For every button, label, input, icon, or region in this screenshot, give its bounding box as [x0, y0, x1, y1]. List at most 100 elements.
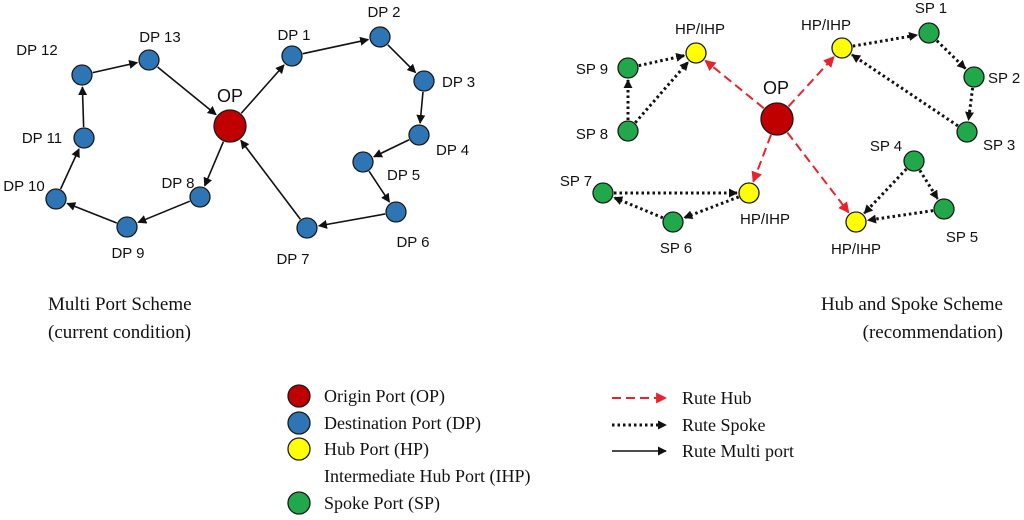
legend-hub-swatch	[287, 437, 311, 461]
multi-node-dp13	[138, 49, 160, 71]
hub-route-op-hpc	[751, 134, 772, 183]
multi-port-caption: Multi Port Scheme (current condition)	[48, 294, 192, 343]
multi-route-dp11-dp12	[78, 86, 88, 128]
hub-label-sp4: SP 4	[870, 138, 902, 155]
hub-route-op-hpa	[704, 59, 765, 110]
hub-route-sp9-hpa	[638, 52, 686, 68]
multi-route-dp3-dp4	[416, 91, 426, 124]
multi-route-dp1-dp2	[302, 36, 370, 55]
multi-node-dp8	[189, 186, 211, 208]
hub-label-op: OP	[763, 78, 789, 98]
hub-route-sp6-sp7	[613, 196, 664, 220]
multi-node-dp12	[71, 64, 93, 86]
hub-route-sp4-sp5	[918, 169, 939, 200]
multi-label-dp13: DP 13	[139, 29, 180, 46]
multi-node-op	[213, 109, 247, 143]
legend-route-label: Rute Multi port	[682, 441, 794, 461]
hub-caption-subtitle: (recommendation)	[863, 322, 1003, 343]
hub-route-sp2-sp3	[965, 87, 975, 121]
multi-route-dp9-dp10	[66, 202, 118, 224]
multi-node-dp9	[116, 216, 138, 238]
multi-label-dp1: DP 1	[277, 27, 310, 44]
multi-route-dp4-dp5	[372, 139, 410, 158]
multi-label-dp9: DP 9	[111, 245, 144, 262]
multi-label-dp3: DP 3	[442, 74, 475, 91]
multi-route-dp13-op	[157, 66, 217, 116]
legend-node-label: Destination Port (DP)	[324, 413, 481, 434]
multi-route-dp2-dp3	[387, 44, 417, 74]
legend-node-label: Spoke Port (SP)	[324, 493, 440, 514]
legend: Origin Port (OP) Destination Port (DP) Hub…	[287, 384, 794, 515]
hub-route-op-hpb	[787, 56, 835, 108]
multi-port-routes	[59, 36, 426, 229]
multi-route-op-dp1	[240, 64, 285, 114]
multi-route-dp5-dp6	[368, 170, 391, 203]
legend-destination-swatch	[287, 411, 311, 435]
multi-label-dp10: DP 10	[3, 178, 44, 195]
legend-node-label: Hub Port (HP)	[324, 439, 429, 460]
hub-label-sp2: SP 2	[988, 70, 1020, 87]
hub-node-hpc	[738, 182, 760, 204]
multi-route-dp6-dp7	[317, 213, 386, 229]
hub-label-hpd: HP/IHP	[831, 241, 881, 258]
multi-route-dp7-op	[240, 139, 302, 220]
multi-node-dp6	[385, 201, 407, 223]
hub-label-hpb: HP/IHP	[801, 17, 851, 34]
multi-label-dp12: DP 12	[16, 42, 57, 59]
hub-node-sp9	[617, 57, 639, 79]
hub-label-sp6: SP 6	[660, 240, 692, 257]
multi-label-dp4: DP 4	[436, 142, 469, 159]
hub-label-sp3: SP 3	[983, 137, 1015, 154]
multi-node-dp10	[45, 188, 67, 210]
hub-label-hpa: HP/IHP	[675, 21, 725, 38]
hub-route-hpc-sp6	[683, 195, 740, 220]
hub-label-sp8: SP 8	[576, 126, 608, 143]
multi-route-dp8-dp9	[137, 200, 191, 224]
hub-node-sp3	[956, 121, 978, 143]
hub-node-hpb	[831, 37, 853, 59]
legend-node-label: Origin Port (OP)	[324, 386, 445, 407]
multi-route-dp10-dp11	[59, 148, 80, 190]
hub-node-op	[760, 102, 794, 136]
multi-node-dp4	[408, 124, 430, 146]
hub-node-sp4	[903, 150, 925, 172]
hub-node-sp2	[963, 66, 985, 88]
hub-node-sp8	[617, 120, 639, 142]
hub-node-sp6	[662, 211, 684, 233]
multi-label-dp8: DP 8	[161, 175, 194, 192]
multi-route-dp12-dp13	[92, 60, 139, 74]
hub-caption-title: Hub and Spoke Scheme	[821, 294, 1003, 315]
hub-route-op-hpd	[786, 131, 850, 214]
hub-label-sp7: SP 7	[560, 173, 592, 190]
multi-label-op: OP	[217, 86, 243, 106]
hub-spoke-caption: Hub and Spoke Scheme (recommendation)	[821, 294, 1003, 343]
multi-label-dp7: DP 7	[276, 251, 309, 268]
multi-node-dp1	[281, 45, 303, 67]
legend-route-label: Rute Spoke	[682, 415, 766, 435]
hub-node-hpa	[685, 42, 707, 64]
legend-origin-swatch	[287, 384, 311, 408]
multi-label-dp5: DP 5	[387, 167, 420, 184]
hub-route-sp3-hpb	[851, 53, 959, 128]
multi-route-op-dp8	[203, 141, 225, 187]
hub-label-sp9: SP 9	[576, 61, 608, 78]
legend-route-label: Rute Hub	[682, 388, 752, 408]
multi-node-dp5	[352, 151, 374, 173]
hub-label-sp1: SP 1	[915, 0, 947, 17]
multi-node-dp7	[296, 217, 318, 239]
hub-spoke-routes	[613, 31, 975, 224]
hub-route-sp4-hpd	[863, 167, 908, 215]
legend-spoke-swatch	[287, 491, 311, 515]
multi-node-dp3	[413, 70, 435, 92]
hub-node-sp5	[933, 198, 955, 220]
hub-route-hpb-sp1	[852, 31, 919, 48]
hub-route-sp8-hpa	[634, 61, 690, 124]
multi-node-dp11	[73, 127, 95, 149]
hub-route-sp1-sp2	[935, 39, 967, 70]
hub-node-sp1	[918, 22, 940, 44]
hub-label-sp5: SP 5	[946, 229, 978, 246]
multi-label-dp6: DP 6	[396, 234, 429, 251]
